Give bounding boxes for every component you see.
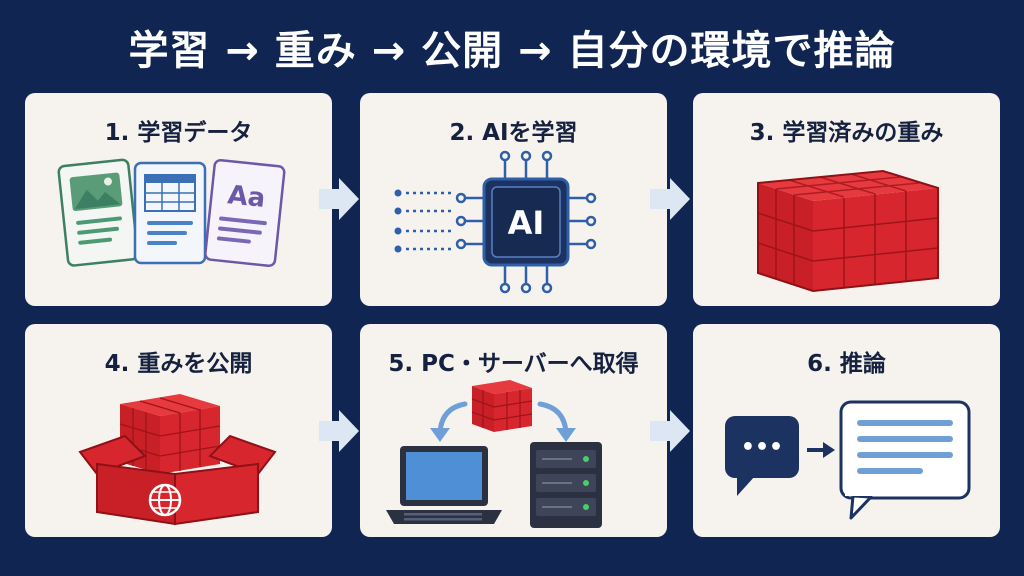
- svg-text:AI: AI: [508, 204, 545, 242]
- step-card-training-data: 1. 学習データ Aa: [25, 93, 332, 306]
- step-label: 4. 重みを公開: [104, 351, 253, 377]
- step-label: 5. PC・サーバーへ取得: [388, 351, 639, 377]
- step-label: 3. 学習済みの重み: [749, 120, 944, 146]
- step-card-train-ai: 2. AIを学習 AI: [360, 93, 667, 306]
- laptop-server-icon: [386, 380, 602, 528]
- page-title: 学習 → 重み → 公開 → 自分の環境で推論: [128, 28, 896, 74]
- documents-icon: Aa: [57, 158, 286, 268]
- weights-cube-icon: [757, 169, 939, 293]
- flow-arrow-right: [650, 178, 690, 220]
- step-card-inference: 6. 推論 •••: [693, 324, 1000, 537]
- step-card-trained-weights: 3. 学習済みの重み: [693, 93, 1000, 306]
- step-card-download: 5. PC・サーバーへ取得: [360, 324, 667, 537]
- flow-arrow-right: [319, 178, 359, 220]
- ai-chip-icon: AI: [394, 150, 597, 294]
- step-label: 2. AIを学習: [449, 120, 578, 146]
- flow-arrow-right: [319, 410, 359, 452]
- flow-arrow-right: [650, 410, 690, 452]
- open-box-icon: [78, 394, 277, 526]
- svg-text:Aa: Aa: [226, 180, 267, 214]
- chat-bubbles-icon: •••: [725, 400, 971, 520]
- step-card-publish-weights: 4. 重みを公開: [25, 324, 332, 537]
- svg-text:•••: •••: [741, 435, 783, 460]
- step-label: 1. 学習データ: [104, 120, 253, 146]
- step-label: 6. 推論: [807, 351, 886, 377]
